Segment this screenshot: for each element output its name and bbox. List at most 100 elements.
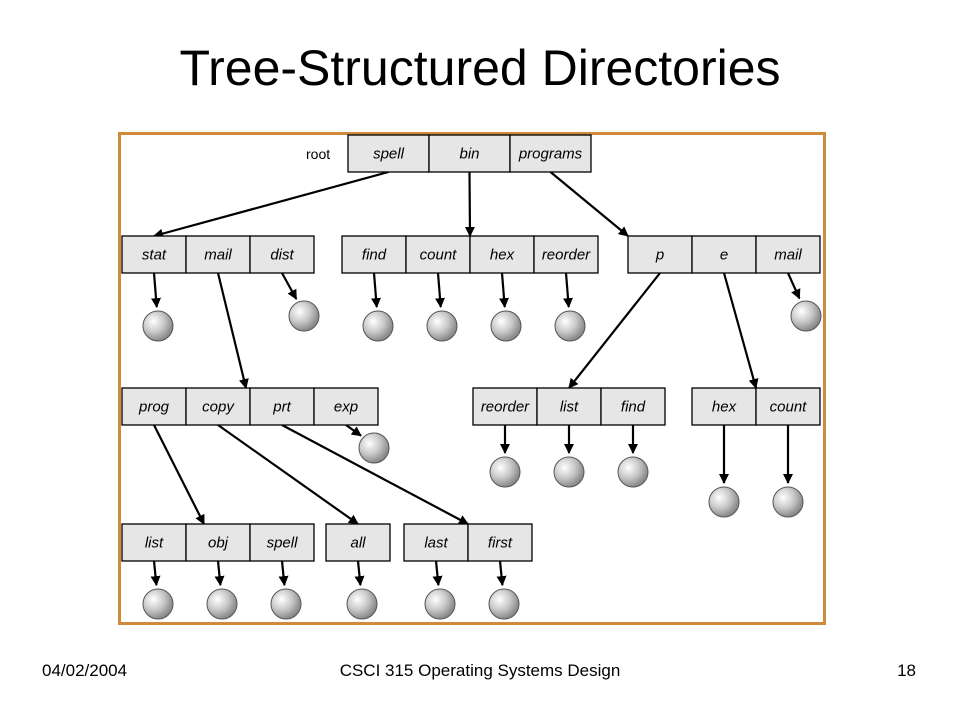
dir-entry-cell xyxy=(325,523,391,562)
file-edge-arrow xyxy=(786,272,801,300)
file-edge-arrow xyxy=(496,560,507,587)
dir-entry-cell xyxy=(469,235,535,274)
dir-entry-label: mail xyxy=(774,247,802,264)
tree-edge-arrow xyxy=(153,170,389,239)
file-node xyxy=(790,300,822,332)
dir-entry-label: programs xyxy=(518,146,583,163)
directory-copy-dir: all xyxy=(325,523,391,562)
file-node xyxy=(554,310,586,342)
tree-edge-arrow xyxy=(281,424,469,525)
dir-entry-label: mail xyxy=(204,247,232,264)
dir-entry-cell xyxy=(403,523,469,562)
dir-entry-cell xyxy=(691,235,757,274)
tree-edge-arrow xyxy=(217,424,359,525)
dir-entry-label: p xyxy=(655,247,664,264)
directory-programs-dir: p e mail xyxy=(627,235,821,274)
slide-title: Tree-Structured Directories xyxy=(179,40,781,96)
file-node xyxy=(142,310,174,342)
tree-edge-arrow xyxy=(464,171,475,237)
dir-entry-cell xyxy=(121,523,187,562)
dir-entry-label: obj xyxy=(208,535,229,552)
tree-edge-arrow xyxy=(722,272,759,389)
file-node xyxy=(270,588,302,620)
dir-entry-cell xyxy=(755,235,821,274)
dir-entry-cell xyxy=(341,235,407,274)
dir-entry-label: prt xyxy=(272,399,291,416)
dir-entry-cell xyxy=(313,387,379,426)
dir-entry-cell xyxy=(249,235,315,274)
dir-entry-cell xyxy=(405,235,471,274)
dir-entry-label: spell xyxy=(373,146,405,163)
directory-root: spell bin programs xyxy=(347,134,592,173)
file-edge-arrow xyxy=(499,272,509,309)
file-node xyxy=(142,588,174,620)
file-node xyxy=(206,588,238,620)
directory-prog-dir: list obj spell xyxy=(121,523,315,562)
footer-page-number: 18 xyxy=(897,661,916,680)
dir-entry-label: prog xyxy=(138,399,170,416)
dir-entry-cell xyxy=(121,387,187,426)
dir-entry-label: copy xyxy=(202,399,235,416)
footer-course: CSCI 315 Operating Systems Design xyxy=(339,661,621,680)
dir-entry-label: count xyxy=(770,399,808,416)
tree-edge-arrow xyxy=(153,424,205,525)
dir-entry-label: stat xyxy=(142,247,167,264)
dir-entry-cell xyxy=(467,523,533,562)
file-node xyxy=(362,310,394,342)
file-edge-arrow xyxy=(563,272,573,309)
dir-entry-label: bin xyxy=(459,146,479,163)
dir-entry-label: e xyxy=(720,247,728,264)
dir-entry-cell xyxy=(600,387,666,426)
file-edge-arrow xyxy=(281,272,298,300)
dir-entry-label: find xyxy=(362,247,387,264)
directory-tree-diagram: root spell bin programs stat mail dist find cou… xyxy=(118,132,826,625)
footer-date: 04/02/2004 xyxy=(42,661,128,680)
dir-entry-cell xyxy=(121,235,187,274)
file-edge-arrow xyxy=(214,560,225,587)
file-edge-arrow xyxy=(432,560,443,587)
file-node xyxy=(708,486,740,518)
file-node xyxy=(426,310,458,342)
dir-entry-label: exp xyxy=(334,399,358,416)
dir-entry-cell xyxy=(509,134,592,173)
tree-edge-arrow xyxy=(568,272,661,389)
dir-entry-label: spell xyxy=(267,535,299,552)
file-edge-arrow xyxy=(435,272,445,309)
root-label: root xyxy=(306,146,330,162)
file-node xyxy=(772,486,804,518)
dir-entry-cell xyxy=(428,134,511,173)
tree-edge-arrow xyxy=(549,171,629,237)
file-edge-arrow xyxy=(151,272,161,309)
dir-entry-cell xyxy=(627,235,693,274)
file-node xyxy=(489,456,521,488)
file-node xyxy=(617,456,649,488)
file-node xyxy=(288,300,320,332)
dir-entry-label: all xyxy=(350,535,366,552)
dir-entry-cell xyxy=(536,387,602,426)
dir-entry-cell xyxy=(249,523,315,562)
dir-entry-label: dist xyxy=(270,247,294,264)
directory-mail-dir: prog copy prt exp xyxy=(121,387,379,426)
dir-entry-label: reorder xyxy=(481,399,530,416)
dir-entry-cell xyxy=(249,387,315,426)
dir-entry-label: count xyxy=(420,247,458,264)
dir-entry-cell xyxy=(533,235,599,274)
dir-entry-cell xyxy=(755,387,821,426)
file-node xyxy=(490,310,522,342)
file-edge-arrow xyxy=(371,272,381,309)
tree-edge-arrow xyxy=(216,272,249,389)
file-node xyxy=(424,588,456,620)
directory-spell-dir: stat mail dist xyxy=(121,235,315,274)
file-edge-arrow xyxy=(150,560,161,587)
file-node xyxy=(553,456,585,488)
file-node xyxy=(358,432,390,464)
file-node xyxy=(346,588,378,620)
dir-entry-label: list xyxy=(145,535,164,552)
dir-entry-cell xyxy=(691,387,757,426)
dir-entry-label: find xyxy=(621,399,646,416)
dir-entry-label: first xyxy=(488,535,513,552)
dir-entry-label: list xyxy=(560,399,579,416)
